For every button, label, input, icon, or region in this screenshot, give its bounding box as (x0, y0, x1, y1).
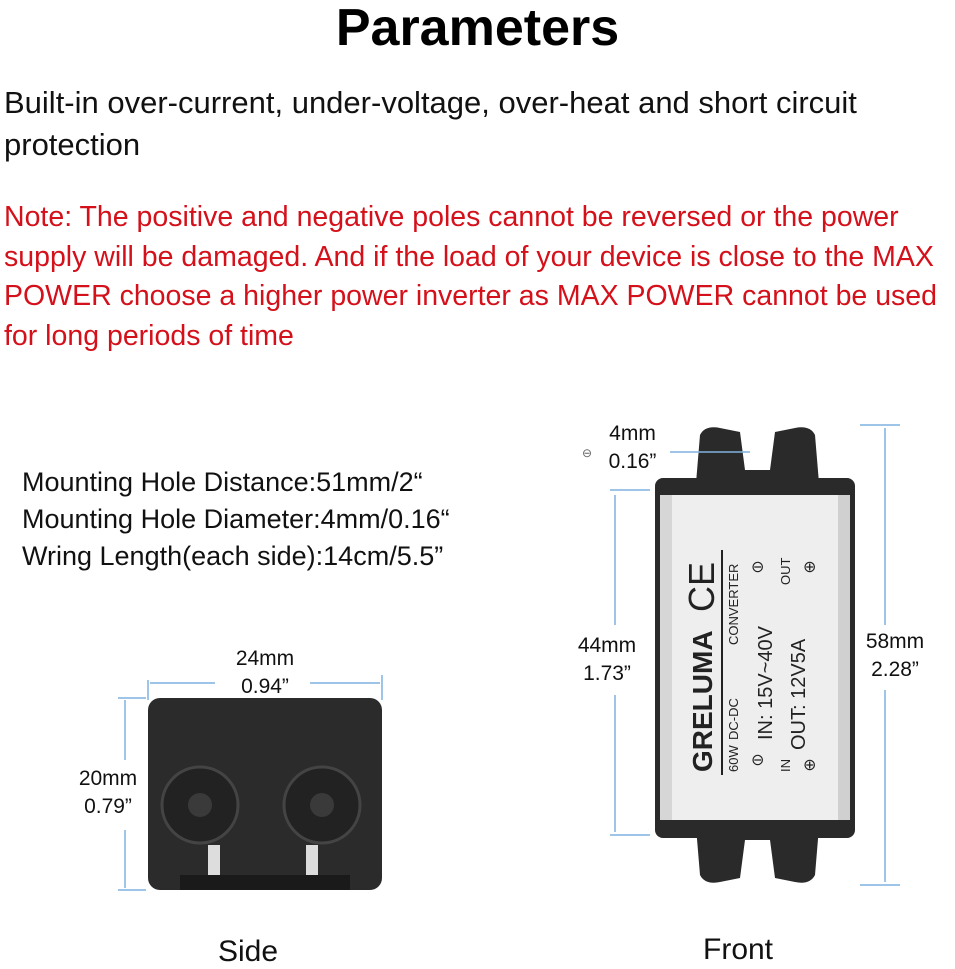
page-title: Parameters (335, 0, 620, 57)
output-spec: OUT: 12V5A (788, 638, 810, 750)
hole-mm: 4mm (609, 422, 656, 445)
spec-hole-diameter: Mounting Hole Diameter:4mm/0.16“ (22, 504, 450, 534)
body-in: 1.73” (583, 662, 631, 685)
input-spec: IN: 15V~40V (755, 625, 777, 740)
body-mm: 44mm (577, 634, 637, 657)
body-length-label: 44mm 1.73” (562, 632, 652, 688)
side-height-label: 20mm 0.79” (58, 765, 158, 821)
total-length-label: 58mm 2.28” (850, 628, 940, 684)
minus-icon: ⊖ (751, 559, 764, 576)
total-mm: 58mm (865, 630, 925, 653)
minus-icon: ⊖ (751, 752, 764, 769)
side-dimension-lines (118, 675, 383, 891)
in-text: IN (778, 759, 793, 772)
ce-mark: CE (681, 562, 722, 612)
type-text: DC-DC (726, 698, 741, 740)
spec-wire-length: Wring Length(each side):14cm/5.5” (22, 541, 444, 571)
side-width-label: 24mm 0.94” (215, 645, 315, 701)
hole-size-label: 4mm 0.16” (590, 420, 675, 476)
power-text: 60W (726, 745, 741, 772)
side-caption: Side (218, 935, 279, 968)
warning-note: Note: The positive and negative poles ca… (4, 201, 937, 352)
front-view-device (655, 427, 855, 883)
protection-text: Built-in over-current, under-voltage, ov… (4, 85, 857, 162)
plus-icon: ⊕ (803, 757, 816, 774)
brand-text: GRELUMA (687, 630, 718, 772)
device-label: GRELUMA CE 60W DC-DC CONVERTER IN: 15V~4… (681, 558, 816, 775)
hole-in: 0.16” (608, 450, 657, 473)
front-caption: Front (703, 933, 774, 966)
side-width-mm: 24mm (235, 647, 295, 670)
converter-text: CONVERTER (726, 564, 741, 645)
side-height-mm: 20mm (78, 767, 138, 790)
out-text: OUT (778, 558, 793, 586)
side-height-in: 0.79” (84, 795, 132, 818)
hole-diameter-icon: ⊖ (582, 446, 592, 460)
front-dimension-lines (610, 424, 900, 886)
side-width-in: 0.94” (241, 675, 289, 698)
total-in: 2.28” (871, 658, 919, 681)
spec-hole-distance: Mounting Hole Distance:51mm/2“ (22, 467, 423, 497)
plus-icon: ⊕ (803, 559, 816, 576)
side-view-device (148, 698, 382, 890)
